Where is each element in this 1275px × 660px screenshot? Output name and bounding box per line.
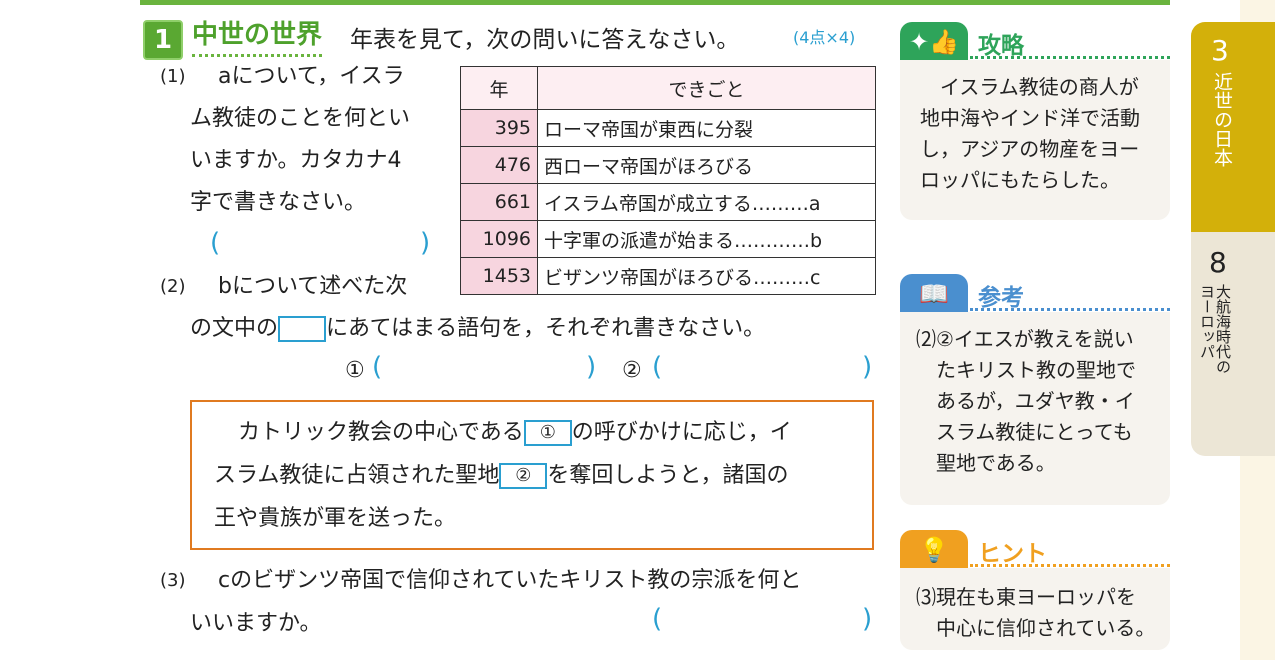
- passage-text: を奪回しようと，諸国の: [547, 463, 789, 488]
- answer-blank-q2-2[interactable]: (: [652, 352, 663, 382]
- book-icon: 📖: [900, 274, 968, 312]
- answer-blank-q2-1[interactable]: (: [372, 352, 383, 382]
- top-rule: [140, 0, 1170, 5]
- reference-label: 参考: [978, 285, 1024, 311]
- divider: [970, 56, 1170, 59]
- q3-text: cのビザンツ帝国で信仰されていたキリスト教の宗派を何と: [218, 568, 802, 593]
- instruction: 年表を見て，次の問いに答えなさい。: [350, 27, 740, 53]
- col-year: 年: [460, 66, 538, 110]
- question-number: 1: [143, 20, 183, 60]
- q2-text: にあてはまる語句を，それぞれ書きなさい。: [326, 316, 766, 341]
- paren-close: ): [586, 352, 597, 382]
- divider: [970, 564, 1170, 567]
- divider: [970, 308, 1170, 311]
- answer-label-2: ②: [622, 358, 642, 383]
- hint-box: ⑶現在も東ヨーロッパを 中心に信仰されている。: [900, 568, 1170, 650]
- paren-close: ): [862, 352, 873, 382]
- strategy-box: イスラム教徒の商人が地中海やインド洋で活動し，アジアの物産をヨーロッパにもたらし…: [900, 60, 1170, 220]
- answer-blank-q1-close: ): [420, 228, 431, 258]
- section-title: 中世の世界: [192, 16, 323, 57]
- passage-box: [190, 400, 874, 550]
- col-event: できごと: [537, 66, 876, 110]
- q2-text: bについて述べた次: [218, 274, 408, 299]
- lightbulb-icon: 💡: [900, 530, 968, 568]
- q1-text: 字で書きなさい。: [190, 190, 367, 215]
- q1-text: いますか。カタカナ4: [190, 148, 402, 173]
- q2-number: (2): [160, 276, 186, 297]
- paren-close: ): [862, 604, 873, 634]
- answer-blank-q3[interactable]: (: [652, 604, 663, 634]
- q1-number: (1): [160, 66, 186, 87]
- blank-2: ②: [499, 463, 548, 489]
- passage-text: 王や貴族が軍を送った。: [214, 506, 457, 531]
- passage-text: カトリック教会の中心である: [238, 420, 524, 445]
- q3-text: いいますか。: [190, 611, 322, 636]
- blank-1: ①: [523, 420, 572, 446]
- q3-number: (3): [160, 570, 186, 591]
- thumbs-up-icon: ✦👍: [900, 22, 968, 60]
- passage-text: の呼びかけに応じ，イ: [571, 420, 792, 445]
- tab-chapter-3[interactable]: 3 近世の日本: [1191, 22, 1275, 232]
- tab-section-8[interactable]: 8 大航海時代の ヨーロッパ: [1191, 232, 1275, 456]
- answer-blank-q1[interactable]: (: [210, 228, 221, 258]
- hint-label: ヒント: [978, 541, 1047, 567]
- reference-box: ⑵②イエスが教えを説い たキリスト教の聖地で あるが，ユダヤ教・イ スラム教徒に…: [900, 312, 1170, 505]
- strategy-label: 攻略: [978, 33, 1024, 59]
- q1-text: aについて，イスラ: [218, 64, 405, 89]
- points: (4点×4): [793, 28, 856, 47]
- passage-text: スラム教徒に占領された聖地: [214, 463, 500, 488]
- answer-label-1: ①: [345, 358, 365, 383]
- q1-text: ム教徒のことを何とい: [190, 106, 411, 131]
- q2-text: の文中の: [190, 316, 279, 341]
- blank-box-icon: [278, 316, 327, 342]
